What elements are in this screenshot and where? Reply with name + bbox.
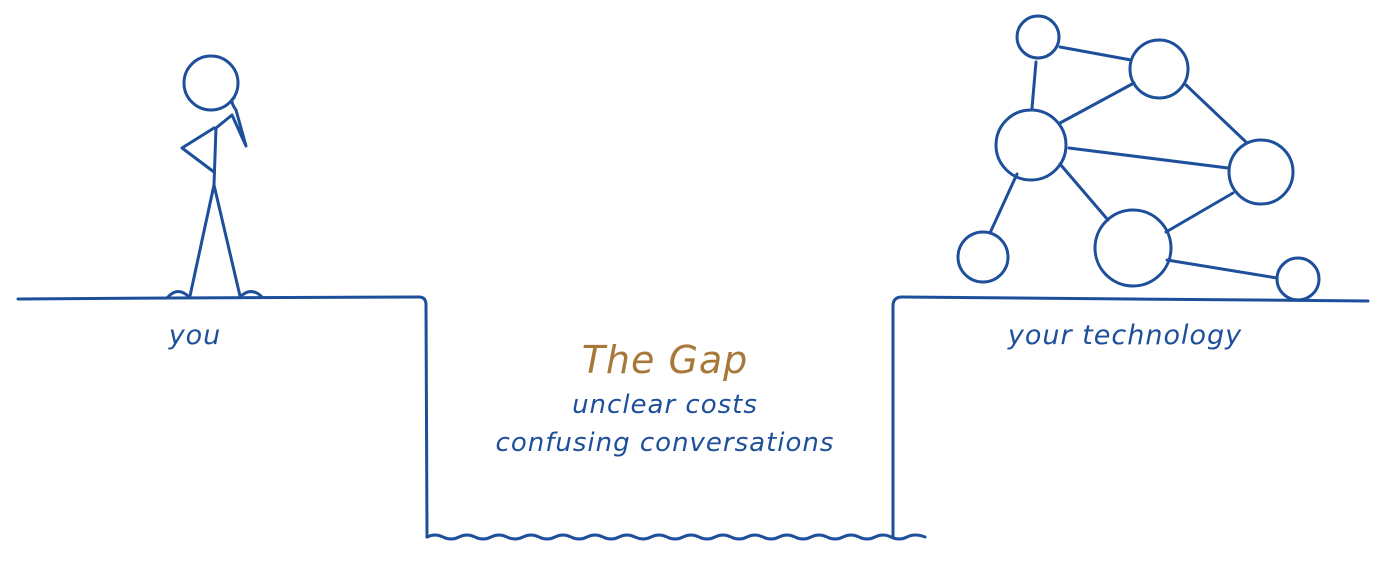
network-node xyxy=(956,230,1010,284)
label-your-technology: your technology xyxy=(1007,320,1243,351)
left-cliff-ground xyxy=(16,295,429,539)
figure-legs xyxy=(188,183,242,298)
network-node xyxy=(1015,14,1061,60)
stick-figure-icon xyxy=(166,54,264,299)
gap-line-conversations: confusing conversations xyxy=(495,428,835,458)
gap-line-costs: unclear costs xyxy=(572,390,758,420)
network-node xyxy=(1275,256,1321,302)
network-graph-icon xyxy=(956,14,1321,302)
network-edges xyxy=(988,45,1279,280)
gap-title: The Gap xyxy=(581,338,749,382)
network-node xyxy=(1128,38,1190,100)
figure-right-arm xyxy=(214,96,248,148)
network-node xyxy=(1093,208,1173,288)
label-you: you xyxy=(168,320,222,351)
gap-bottom-water xyxy=(425,533,927,541)
gap-description: The Gap unclear costs confusing conversa… xyxy=(430,338,900,462)
right-cliff-ground xyxy=(891,295,1370,539)
network-node xyxy=(1227,138,1295,206)
network-node xyxy=(994,108,1068,182)
figure-head xyxy=(182,54,240,112)
figure-feet xyxy=(166,290,264,299)
figure-body xyxy=(212,126,218,187)
figure-left-arm xyxy=(180,126,216,174)
